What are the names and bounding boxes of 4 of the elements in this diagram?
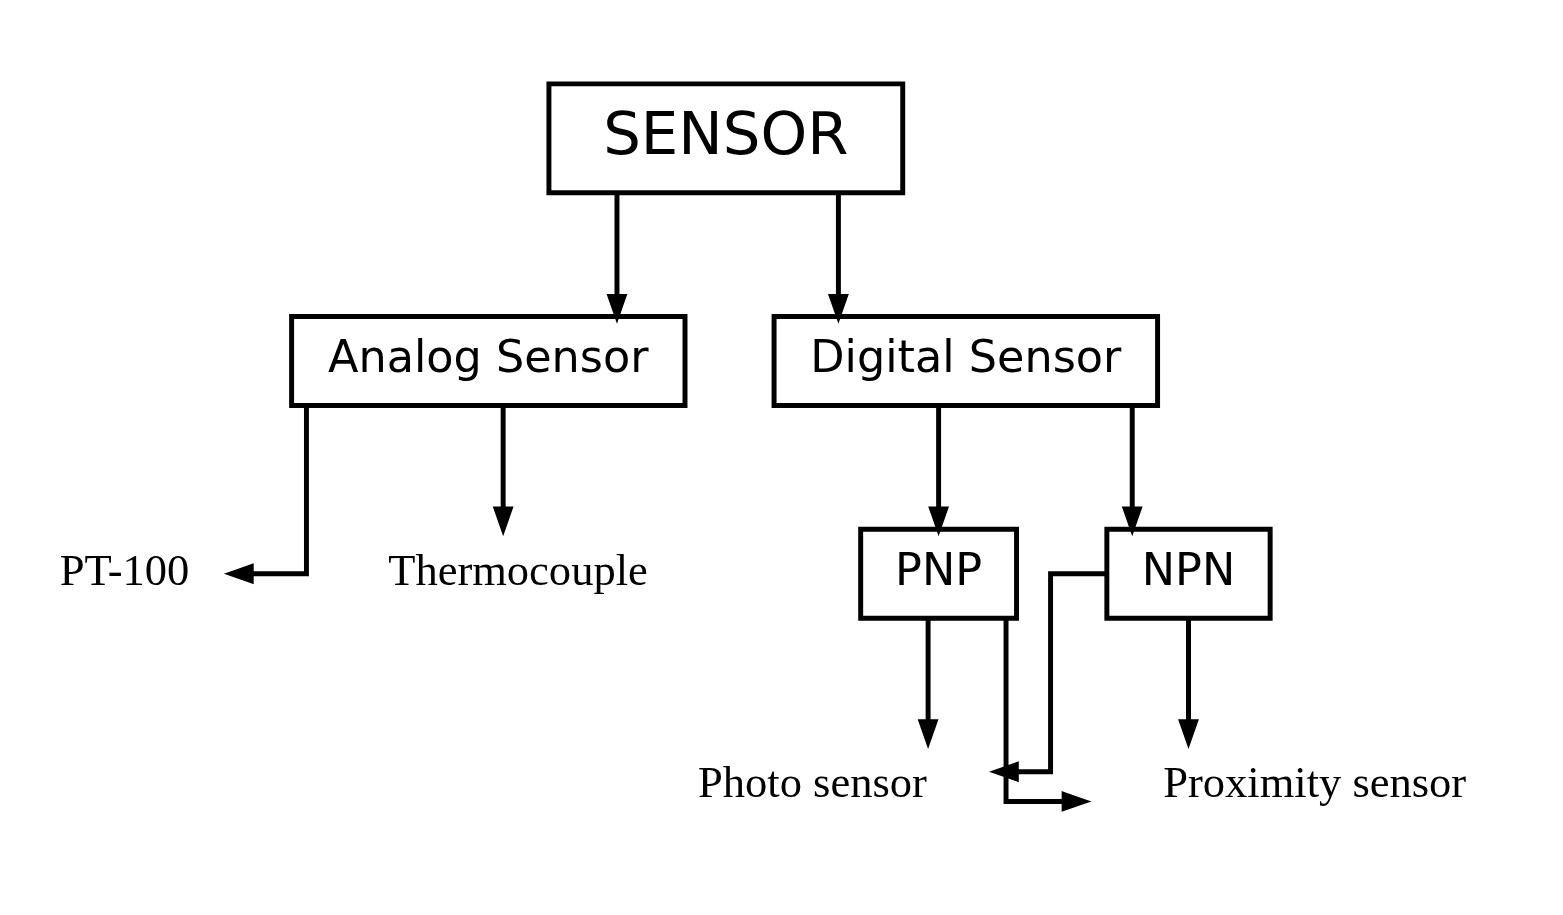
node-text: Proximity sensor [1163,757,1467,808]
node-text: Photo sensor [698,757,927,808]
node-text: PT-100 [59,544,190,595]
node-text: Thermocouple [388,544,648,595]
